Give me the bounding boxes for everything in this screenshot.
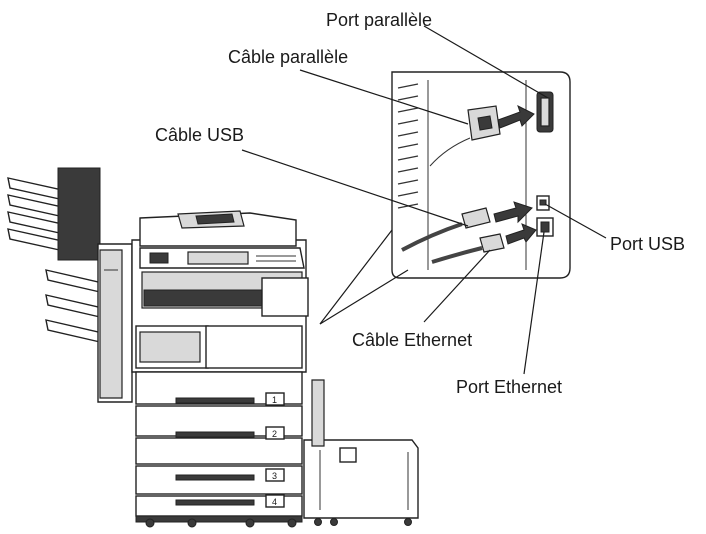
arrow-to-usb-port <box>493 201 533 224</box>
front-door-right <box>205 325 303 369</box>
large-capacity-unit <box>303 439 419 519</box>
back-panel-callout <box>391 71 571 279</box>
label-cable-parallel: Câble parallèle <box>228 47 348 67</box>
label-port-ethernet: Port Ethernet <box>456 377 562 397</box>
tray-number-4: 4 <box>272 497 277 507</box>
arrow-to-parallel-port <box>497 105 535 129</box>
arrow-to-ethernet-port <box>505 223 537 245</box>
ethernet-cable-connector <box>479 233 505 253</box>
label-cable-ethernet: Câble Ethernet <box>352 330 472 350</box>
leader-lines <box>241 25 607 375</box>
usb-cable-connector <box>461 207 491 229</box>
vent-slots <box>397 83 419 209</box>
label-cable-usb: Câble USB <box>155 125 244 145</box>
tray-number-1: 1 <box>272 395 277 405</box>
copier-illustration: 1 2 3 4 <box>7 167 419 528</box>
label-port-parallel: Port parallèle <box>326 10 432 30</box>
label-port-usb: Port USB <box>610 234 685 254</box>
zoom-guide-line-1 <box>319 229 393 325</box>
paper-trays: 1 2 3 4 <box>135 371 303 517</box>
finisher-top-unit <box>57 167 101 261</box>
zoom-guide-line-2 <box>319 269 409 325</box>
tray-number-2: 2 <box>272 429 277 439</box>
tray-number-3: 3 <box>272 471 277 481</box>
